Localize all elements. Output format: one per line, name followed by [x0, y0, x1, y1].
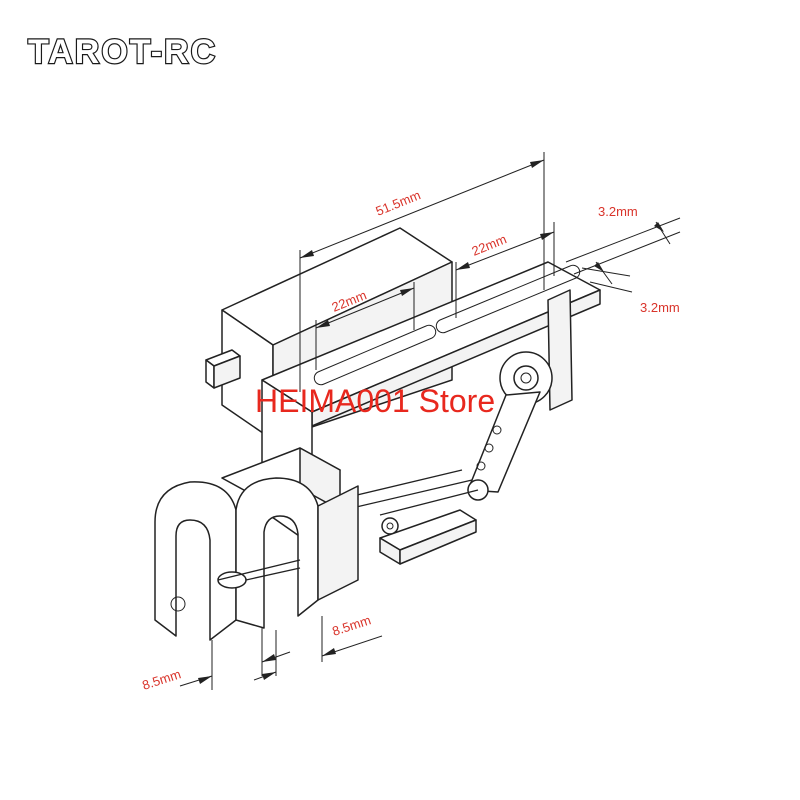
- servo-arm: [335, 351, 553, 516]
- dim-slot-right: 22mm: [470, 231, 509, 258]
- latch-pad: [379, 509, 477, 565]
- slot-left: [313, 324, 437, 386]
- dim-slot-width-top: 3.2mm: [598, 204, 638, 219]
- brand-logo: TAROT-RC: [27, 32, 217, 72]
- dim-hook-right: 8.5mm: [330, 612, 372, 639]
- slot-right: [435, 264, 581, 334]
- dimension-lines: [179, 152, 681, 690]
- store-watermark: HEIMA001 Store: [255, 383, 495, 419]
- dim-slot-width-bottom: 3.2mm: [640, 300, 680, 315]
- hook-block: [154, 447, 359, 641]
- dim-overall-length: 51.5mm: [374, 187, 423, 219]
- dim-hook-left: 8.5mm: [140, 666, 182, 693]
- logo-text: TAROT-RC: [28, 33, 217, 71]
